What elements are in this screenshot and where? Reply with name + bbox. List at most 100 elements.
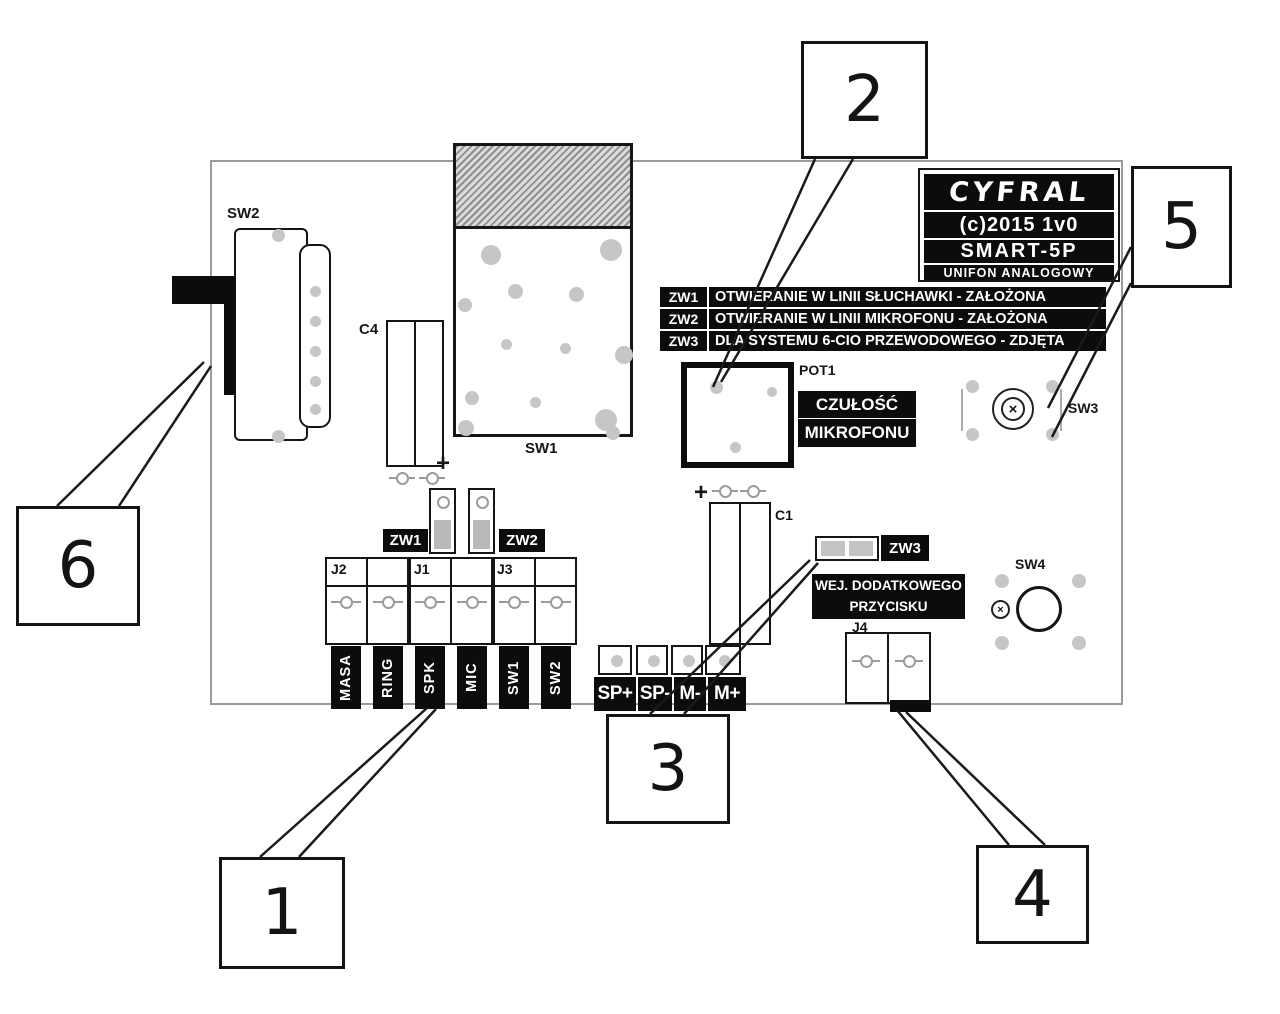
sw3-ref-label: SW3 [1068,400,1099,416]
sw1-pad-dot [508,284,523,299]
callout-box-6: 6 [16,506,140,626]
screw-terminal [389,472,415,485]
solder-pad-m-plus [705,645,741,675]
sw2-connector-body [234,228,308,441]
sw1-pad-dot [560,343,571,354]
c1-ref-label: C1 [775,507,793,523]
screw-terminal [712,485,738,498]
callout-4-line [905,711,1046,846]
sw2-mount-dot [272,229,285,242]
c1-plus-mark: + [694,479,709,506]
callout-box-5: 5 [1131,166,1232,288]
pad-dot [683,655,695,667]
zw2-jumper [468,488,495,554]
sw3-corner-dot [1046,380,1059,393]
solder-pad-m-minus [671,645,703,675]
zw3-tag: ZW3 [881,535,929,561]
legend-key-zw2: ZW2 [660,309,707,329]
callout-box-2: 2 [801,41,928,159]
callout-number: 3 [647,732,689,806]
sw1-pad-dot [606,426,620,440]
jumper-cap [434,520,451,549]
pot1-trimmer [681,362,794,468]
callout-1-line [259,707,428,858]
screw-terminal [852,655,880,668]
sw1-ref-label: SW1 [525,440,558,457]
legend-key-zw3: ZW3 [660,331,707,351]
pad-dot [648,655,660,667]
terminal-label-sw2: SW2 [541,646,571,709]
extra-button-line2: PRZYCISKU [849,598,928,614]
callout-6-line [117,365,213,507]
terminal-label-ring: RING [373,646,403,709]
jumper-pin-hole [437,496,450,509]
callout-box-4: 4 [976,845,1089,944]
pad-dot [719,655,731,667]
sw4-corner-dot [1072,574,1086,588]
zw1-jumper [429,488,456,554]
sw1-pad-dot [481,245,501,265]
callout-6-line [56,361,205,507]
callout-number: 6 [57,529,99,603]
sw3-corner-dot [1046,428,1059,441]
j4-base-bar [890,700,931,712]
sw4-button [1016,586,1062,632]
zw2-tag: ZW2 [499,529,545,552]
callout-1-line [298,708,437,858]
pot1-dot [730,442,741,453]
brand-model: SMART-5P [924,240,1114,263]
callout-number: 4 [1012,857,1053,932]
sw3-bracket [961,389,963,431]
j4-connector [845,632,931,704]
pin-dot [310,404,321,415]
brand-version: (c)2015 1v0 [924,212,1114,238]
legend-text-zw1: OTWIERANIE W LINII SŁUCHAWKI - ZAŁOŻONA [709,287,1106,307]
sw1-pad-dot [595,409,617,431]
legend-key-zw1: ZW1 [660,287,707,307]
sw1-pad-dot [600,239,622,261]
callout-number: 2 [844,63,885,137]
sw1-module [453,143,633,440]
sw4-button-cross: × [991,600,1010,619]
jumper-cap [473,520,490,549]
pot1-ref-label: POT1 [799,362,836,378]
callout-number: 1 [261,876,303,950]
legend-text-zw3: DLA SYSTEMU 6-CIO PRZEWODOWEGO - ZDJĘTA [709,331,1106,351]
mic-sensitivity-line1: CZUŁOŚĆ [798,391,916,418]
screw-terminal [541,596,571,609]
sw1-pad-dot [530,397,541,408]
pin-dot [310,316,321,327]
callout-box-3: 3 [606,714,730,824]
sw1-pad-dot [569,287,584,302]
jumper-pin-hole [476,496,489,509]
sw1-pad-dot [465,391,479,405]
screw-terminal [419,472,445,485]
sw1-pad-dot [501,339,512,350]
extra-button-label: WEJ. DODATKOWEGO PRZYCISKU [812,574,965,619]
sw2-mount-dot [272,430,285,443]
screw-terminal [740,485,766,498]
pot1-dot [710,381,723,394]
j3-ref-label: J3 [497,561,513,577]
solder-pad-sp-plus [598,645,632,675]
callout-box-1: 1 [219,857,345,969]
pad-label-m-minus: M- [674,677,706,711]
zw3-jumper [815,536,879,561]
pad-label-sp-minus: SP- [638,677,672,711]
terminal-label-sw1: SW1 [499,646,529,709]
pin-dot [310,346,321,357]
terminal-label-mic: MIC [457,646,487,709]
sw3-bracket [1060,389,1062,431]
screw-terminal [499,596,529,609]
terminal-label-spk: SPK [415,646,445,709]
mic-sensitivity-line2: MIKROFONU [798,419,916,447]
sw2-lever [172,276,230,304]
sw1-pad-dot [458,298,472,312]
sw1-pad-dot [615,346,633,364]
legend-text-zw2: OTWIERANIE W LINII MIKROFONU - ZAŁOŻONA [709,309,1106,329]
sw4-corner-dot [1072,636,1086,650]
pad-label-sp-plus: SP+ [594,677,636,711]
sw2-pin-strip [299,244,331,428]
c1-capacitor [709,502,771,645]
j2-ref-label: J2 [331,561,347,577]
